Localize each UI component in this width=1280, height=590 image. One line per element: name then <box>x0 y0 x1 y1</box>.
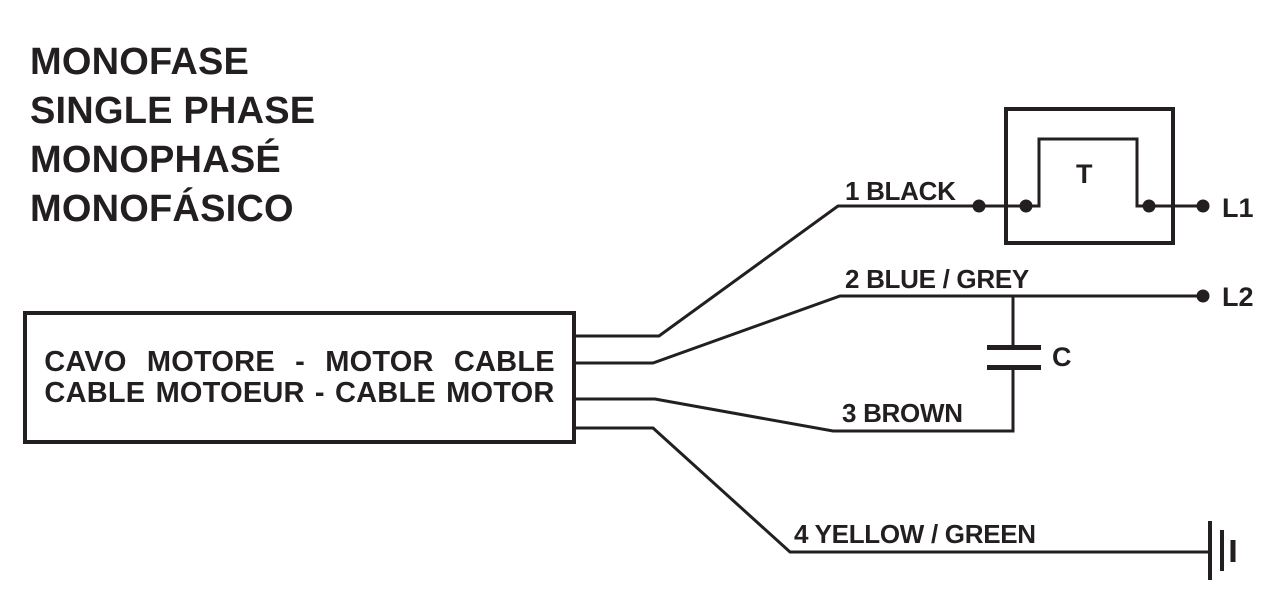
title-line-french: MONOPHASÉ <box>30 139 281 181</box>
connection-dot <box>1019 199 1033 213</box>
wire-4-yellow-green-label: 4 YELLOW / GREEN <box>794 519 1036 549</box>
wire-3-brown-label: 3 BROWN <box>842 398 963 428</box>
wire-1-black-label: 1 BLACK <box>845 176 956 206</box>
wire-2-blue-grey-label: 2 BLUE / GREY <box>845 264 1029 294</box>
capacitor-label: C <box>1052 342 1072 372</box>
connection-dot <box>1142 199 1156 213</box>
diagram-title: MONOFASE SINGLE PHASE MONOPHASÉ MONOFÁSI… <box>30 38 315 234</box>
capacitor-symbol <box>987 345 1041 370</box>
thermal-protector-box-outline <box>1004 107 1175 245</box>
terminal-dot-l1 <box>1196 199 1210 213</box>
thermal-protector-label: T <box>1076 159 1093 189</box>
wire-1-black-line <box>576 137 1201 338</box>
motor-cable-box-label-line1: CAVO MOTORE - MOTOR CABLE <box>44 346 555 378</box>
wire-2-blue-grey-line <box>576 294 1200 365</box>
wire-3-brown-line <box>576 370 1015 433</box>
motor-cable-box-label: CAVO MOTORE - MOTOR CABLE CABLE MOTOEUR … <box>23 311 576 444</box>
title-line-english: SINGLE PHASE <box>30 90 316 132</box>
earth-ground-icon <box>1208 521 1236 580</box>
terminal-l1-label: L1 <box>1222 193 1254 223</box>
terminal-dot-l2 <box>1196 289 1210 303</box>
title-line-italian: MONOFASE <box>30 41 250 83</box>
motor-cable-box-outline <box>23 311 576 444</box>
title-line-spanish: MONOFÁSICO <box>30 188 294 230</box>
connection-dot <box>972 199 986 213</box>
terminal-l2-label: L2 <box>1222 282 1254 312</box>
wire-4-yellow-green-line <box>576 426 1208 554</box>
motor-cable-box-label-line2: CABLE MOTOEUR - CABLE MOTOR <box>44 377 555 409</box>
